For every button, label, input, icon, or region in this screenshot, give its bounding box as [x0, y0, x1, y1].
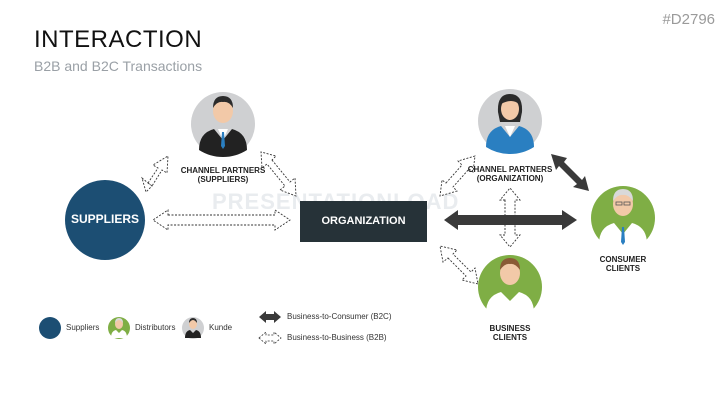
suppliers-node [65, 180, 145, 260]
channel-partner-organization-avatar [478, 89, 542, 154]
consumer-clients-line2: CLIENTS [605, 264, 641, 273]
legend-suppliers-label: Suppliers [66, 323, 100, 332]
channel-partners-suppliers-line1: CHANNEL PARTNERS [180, 166, 266, 175]
b2b-arrow-org-channel [439, 155, 476, 197]
b2c-arrow-org-consumer [444, 210, 577, 230]
consumer-clients-label: CONSUMER CLIENTS [593, 255, 653, 273]
legend-suppliers-icon [39, 317, 61, 339]
legend-b2b-arrow-icon [258, 331, 282, 345]
consumer-clients-line1: CONSUMER [599, 255, 647, 264]
organization-label: ORGANIZATION [321, 215, 406, 227]
legend-kunde-label: Kunde [209, 323, 233, 332]
legend-b2c-label: Business-to-Consumer (B2C) [287, 312, 392, 321]
b2c-arrow-channel-consumer [551, 154, 589, 191]
channel-partners-suppliers-line2: (SUPPLIERS) [197, 175, 249, 184]
business-clients-label: BUSINESS CLIENTS [480, 324, 540, 342]
channel-partners-organization-label: CHANNEL PARTNERS (ORGANIZATION) [462, 165, 558, 183]
legend-distributors-icon [108, 317, 130, 339]
b2b-arrow-suppliers-channel [141, 155, 169, 193]
page-subtitle: B2B and B2C Transactions [34, 58, 203, 74]
slide-code: #D2796 [662, 11, 715, 28]
suppliers-label: SUPPLIERS [70, 212, 139, 226]
consumer-clients-avatar [591, 186, 655, 251]
legend-b2b-label: Business-to-Business (B2B) [287, 333, 387, 342]
legend-b2c-arrow-icon [259, 311, 281, 323]
page-title: INTERACTION [34, 26, 203, 53]
legend-distributors-label: Distributors [135, 323, 176, 332]
channel-partners-organization-line1: CHANNEL PARTNERS [467, 165, 553, 174]
legend-kunde-icon [182, 317, 204, 339]
channel-partner-suppliers-avatar [191, 92, 255, 157]
b2b-arrow-suppliers-organization [152, 209, 291, 231]
channel-partners-organization-line2: (ORGANIZATION) [476, 174, 544, 183]
channel-partners-suppliers-label: CHANNEL PARTNERS (SUPPLIERS) [178, 166, 268, 184]
organization-node [300, 201, 427, 242]
business-clients-line2: CLIENTS [492, 333, 528, 342]
b2b-arrow-channel-organization [260, 151, 297, 197]
business-clients-line1: BUSINESS [489, 324, 531, 333]
business-clients-avatar [478, 255, 542, 320]
b2b-arrow-org-business [439, 245, 479, 285]
